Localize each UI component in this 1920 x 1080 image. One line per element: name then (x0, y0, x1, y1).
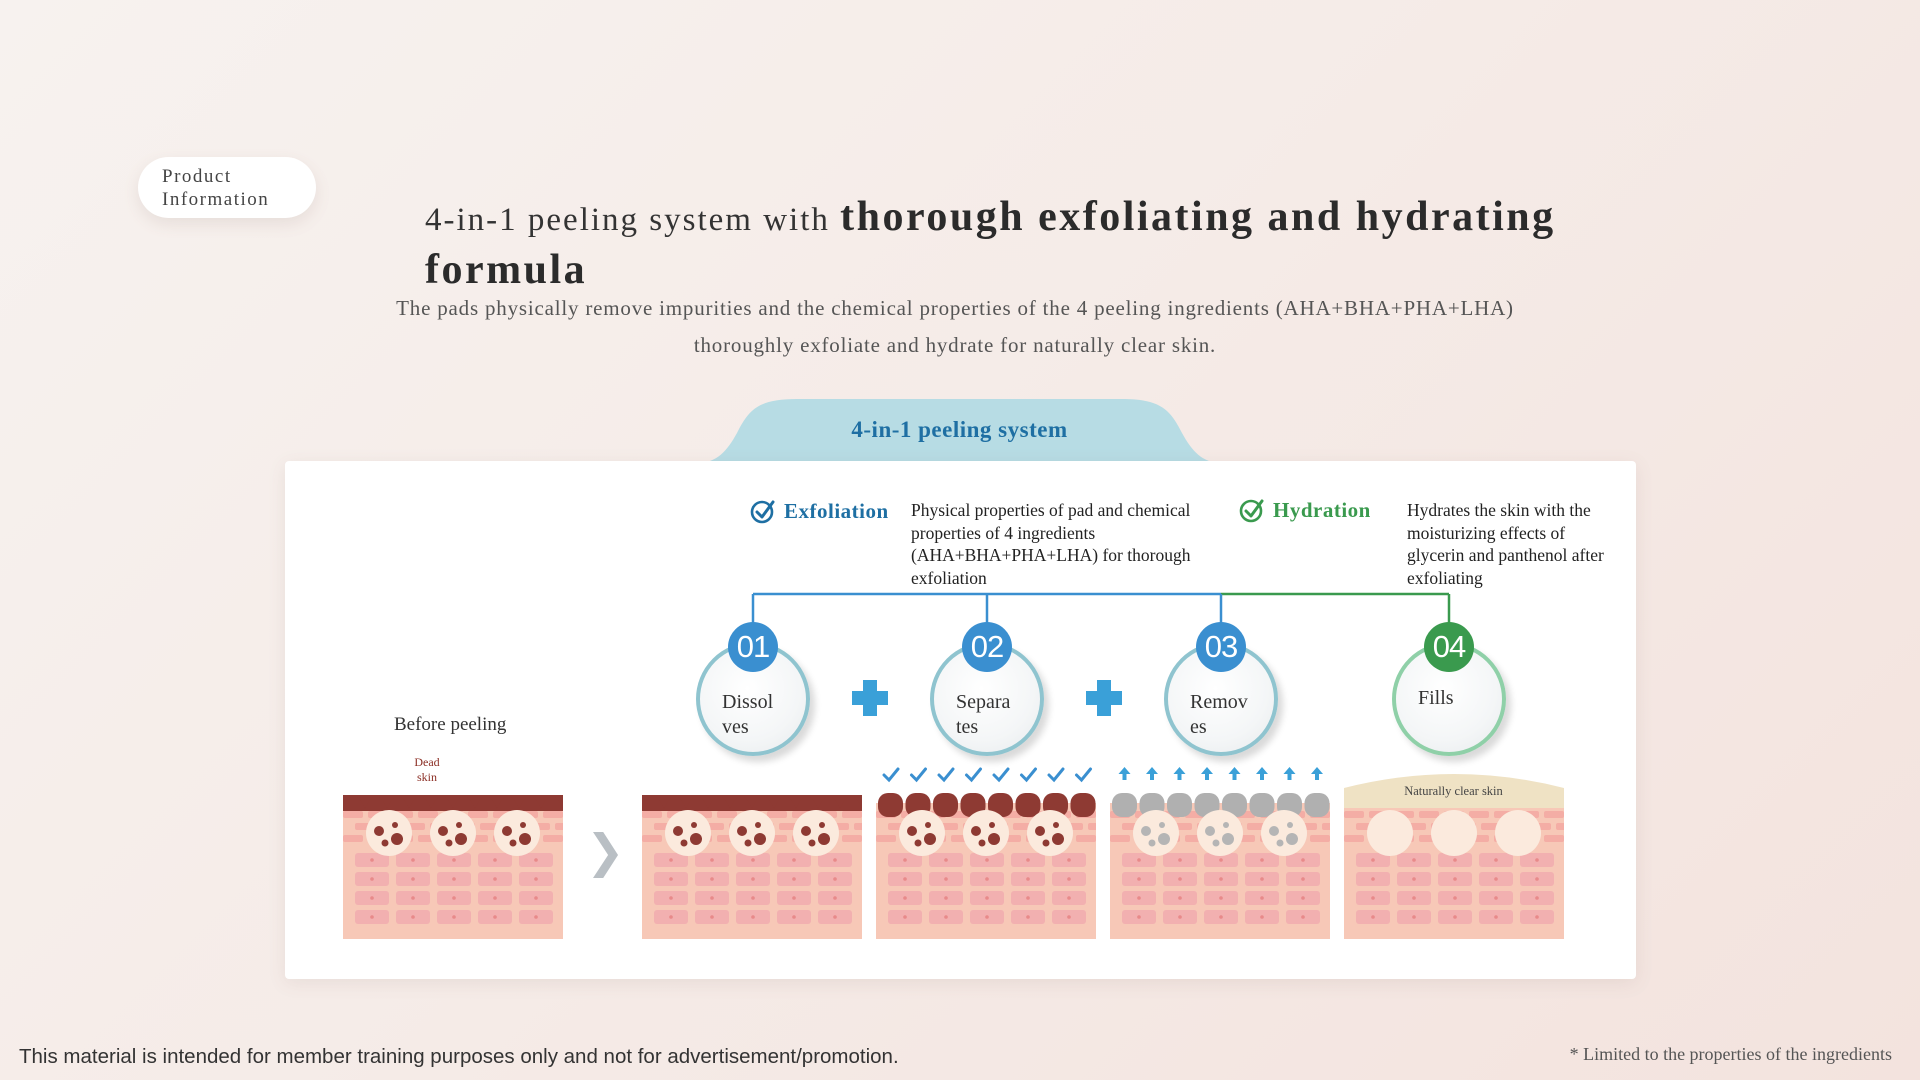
skin-tile-dissolve (642, 795, 862, 939)
hydration-title: Hydration (1273, 497, 1371, 522)
plus-icon (1086, 680, 1122, 716)
hydration-heading: Hydration (1239, 497, 1371, 523)
footer-note: * Limited to the properties of the ingre… (1569, 1044, 1892, 1064)
tab-label: 4-in-1 peeling system (851, 417, 1068, 442)
exfoliation-check-icon (750, 500, 775, 524)
step-1-badge: 01 (728, 622, 778, 672)
hydration-description: Hydrates the skin with the moisturizing … (1407, 500, 1604, 588)
page-title: 4-in-1 peeling system with thorough exfo… (425, 192, 1625, 298)
skin-tile-remove (1110, 767, 1330, 939)
exfoliation-title: Exfoliation (784, 498, 889, 523)
subtitle-line-2: thoroughly exfoliate and hydrate for nat… (693, 333, 1217, 357)
peeling-system-tab: 4-in-1 peeling system (697, 399, 1222, 463)
skin-tile-before (343, 795, 563, 939)
chevron-right-icon: ❯ (586, 824, 625, 878)
peeling-system-card: Exfoliation Physical properties of pad a… (285, 461, 1636, 979)
step-3-badge: 03 (1196, 622, 1246, 672)
skin-tile-separate (876, 767, 1096, 939)
skin-tile-clear (1344, 774, 1564, 939)
step-4-label: Fills (1418, 687, 1454, 709)
exfoliation-heading: Exfoliation (750, 498, 889, 524)
section-label: Product Information (138, 157, 316, 218)
footer-disclaimer: This material is intended for member tra… (19, 1045, 899, 1068)
hydration-check-icon (1239, 499, 1264, 523)
subtitle-line-1: The pads physically remove impurities an… (396, 296, 1514, 320)
exfoliation-description: Physical properties of pad and chemical … (911, 500, 1191, 588)
plus-icon (852, 680, 888, 716)
step-4-badge: 04 (1424, 622, 1474, 672)
before-peeling-label: Before peeling (394, 714, 507, 735)
clear-skin-label: Naturally clear skin (1404, 784, 1503, 798)
title-bold: thorough exfoliating and hydrating formu… (425, 194, 1556, 293)
step-2-badge: 02 (962, 622, 1012, 672)
page-subtitle: The pads physically remove impurities an… (300, 290, 1610, 364)
step-circle-4: Fills (1392, 642, 1506, 756)
title-normal: 4-in-1 peeling system with (425, 202, 841, 238)
